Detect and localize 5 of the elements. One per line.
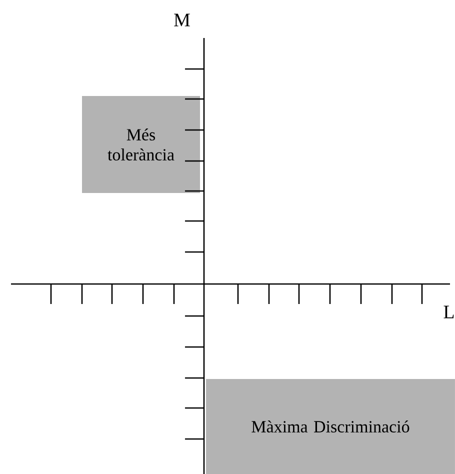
node-label: Màxima Discriminació xyxy=(252,420,410,432)
shaded-box: Més tolerància xyxy=(82,96,200,193)
axis-label: M xyxy=(174,14,190,26)
shaded-box: Màxima Discriminació xyxy=(206,379,455,474)
axis-label: L xyxy=(444,306,454,318)
